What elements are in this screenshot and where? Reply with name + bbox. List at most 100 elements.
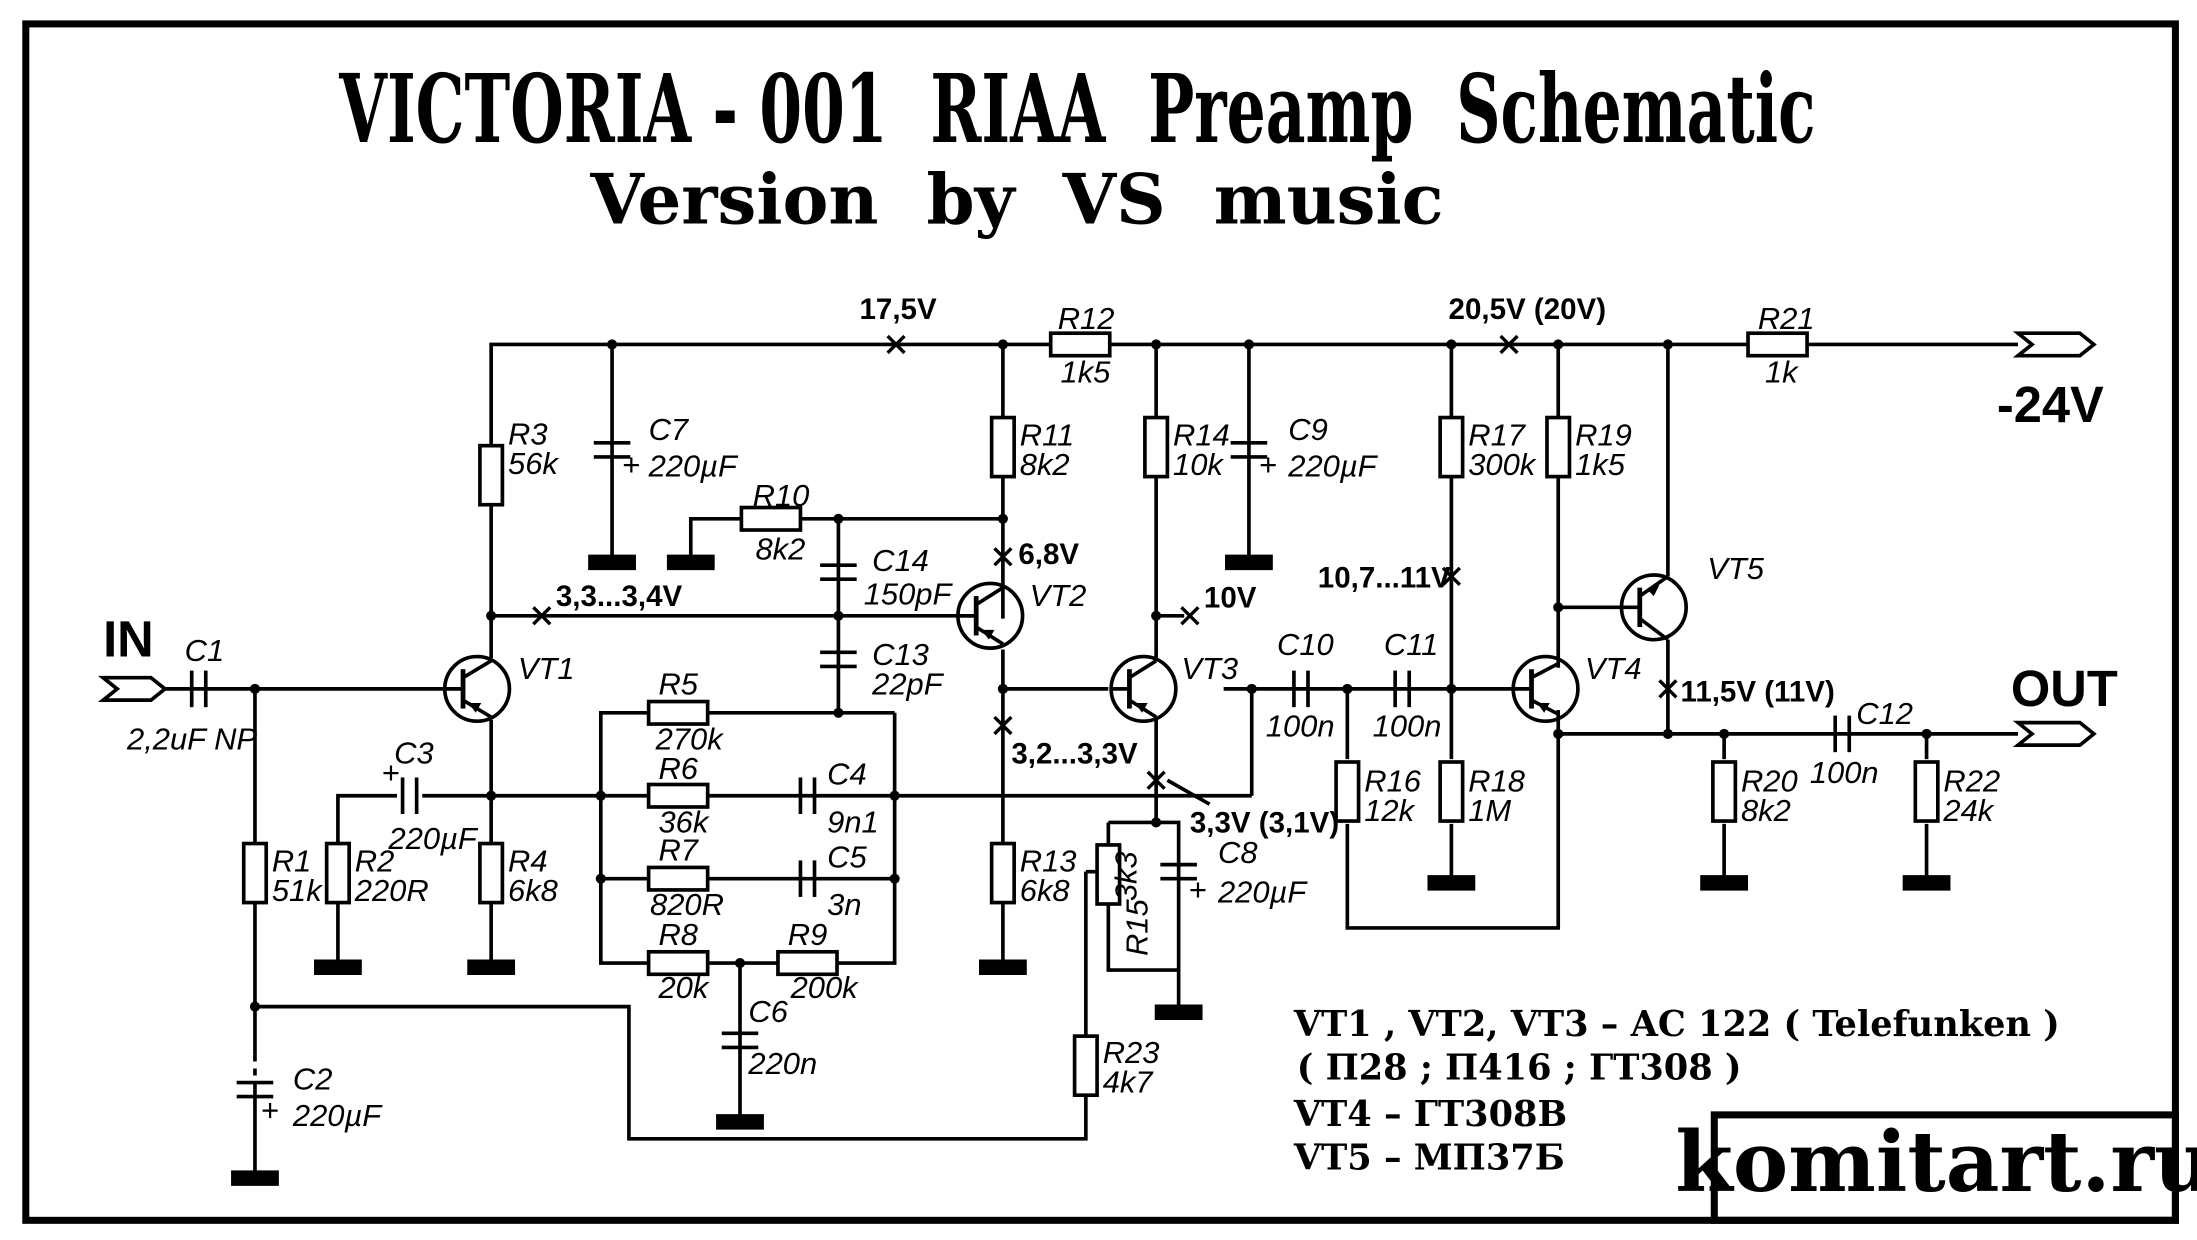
resistor-r6: R6 36k bbox=[646, 751, 710, 839]
svg-text:R21: R21 bbox=[1758, 301, 1815, 336]
brand-box bbox=[1710, 1111, 2179, 1224]
svg-text:R22: R22 bbox=[1943, 764, 2000, 799]
out-label: OUT bbox=[2011, 660, 2118, 717]
svg-text:R10: R10 bbox=[753, 478, 810, 513]
svg-text:R18: R18 bbox=[1468, 764, 1525, 799]
transistor-vt2: VT2 bbox=[956, 578, 1087, 650]
svg-text:C7: C7 bbox=[649, 412, 690, 447]
svg-text:3k3: 3k3 bbox=[1108, 851, 1143, 901]
svg-text:VT3: VT3 bbox=[1181, 651, 1238, 686]
note-line-3: VT4 – ГТ308В bbox=[1293, 1094, 1567, 1135]
svg-text:VT5: VT5 bbox=[1707, 551, 1764, 586]
transistor-vt3: VT3 bbox=[1109, 651, 1238, 724]
svg-text:R16: R16 bbox=[1364, 764, 1422, 799]
connector-out bbox=[2012, 720, 2097, 747]
svg-text:100n: 100n bbox=[1810, 755, 1879, 790]
svg-text:C12: C12 bbox=[1856, 696, 1913, 731]
svg-text:10k: 10k bbox=[1173, 447, 1224, 482]
junction-dots bbox=[249, 339, 1932, 1012]
svg-text:3n: 3n bbox=[827, 887, 861, 922]
svg-text:1k5: 1k5 bbox=[1575, 447, 1626, 482]
svg-text:2,2uF NP: 2,2uF NP bbox=[126, 721, 257, 756]
svg-text:VT4: VT4 bbox=[1585, 651, 1642, 686]
svg-text:9n1: 9n1 bbox=[827, 804, 879, 839]
svg-text:22pF: 22pF bbox=[871, 667, 945, 702]
svg-text:36k: 36k bbox=[658, 804, 709, 839]
note-line-1: VT1 , VT2, VT3 – AC 122 ( Telefunken ) bbox=[1293, 1004, 2060, 1045]
voltage-3-3: 3,3...3,4V bbox=[556, 580, 683, 613]
svg-text:100n: 100n bbox=[1266, 709, 1335, 744]
svg-text:1k: 1k bbox=[1765, 354, 1799, 389]
svg-text:220µF: 220µF bbox=[1287, 449, 1378, 484]
svg-text:R1: R1 bbox=[272, 844, 312, 879]
outer-frame bbox=[22, 20, 2179, 1224]
svg-text:8k2: 8k2 bbox=[1741, 793, 1791, 828]
connector-supply bbox=[2012, 331, 2097, 358]
svg-text:R9: R9 bbox=[788, 917, 828, 952]
svg-text:1k5: 1k5 bbox=[1061, 354, 1112, 389]
capacitor-c1: C12,2uF NP bbox=[126, 633, 257, 757]
svg-text:220µF: 220µF bbox=[292, 1098, 383, 1133]
transistor-vt5: VT5 bbox=[1619, 551, 1765, 642]
svg-text:R6: R6 bbox=[658, 751, 698, 786]
note-line-2: ( П28 ; П416 ; ГТ308 ) bbox=[1297, 1048, 1742, 1089]
svg-text:24k: 24k bbox=[1942, 793, 1994, 828]
capacitor-c11: C11 100n bbox=[1373, 627, 1442, 744]
svg-text:56k: 56k bbox=[508, 446, 559, 481]
svg-text:220µF: 220µF bbox=[648, 449, 739, 484]
svg-text:+: + bbox=[622, 447, 640, 482]
svg-text:R15: R15 bbox=[1120, 899, 1155, 957]
svg-text:C13: C13 bbox=[872, 637, 929, 672]
svg-text:100n: 100n bbox=[1373, 709, 1442, 744]
voltage-10: 10V bbox=[1204, 581, 1257, 614]
svg-text:R14: R14 bbox=[1173, 418, 1230, 453]
svg-text:12k: 12k bbox=[1364, 793, 1415, 828]
voltage-3-2: 3,2...3,3V bbox=[1011, 737, 1138, 770]
resistor-r21: R21 1k bbox=[1746, 301, 1815, 389]
svg-text:+: + bbox=[261, 1092, 279, 1127]
voltage-11-5: 11,5V (11V) bbox=[1681, 676, 1835, 709]
svg-text:R20: R20 bbox=[1741, 764, 1798, 799]
svg-text:R7: R7 bbox=[658, 832, 699, 867]
svg-text:R5: R5 bbox=[658, 667, 698, 702]
svg-text:R12: R12 bbox=[1058, 301, 1115, 336]
brand-text: komitart.ru bbox=[1675, 1113, 2197, 1211]
svg-text:220R: 220R bbox=[354, 873, 429, 908]
svg-text:6k8: 6k8 bbox=[508, 873, 558, 908]
wiring bbox=[164, 342, 2018, 1179]
transistor-vt4: VT4 bbox=[1511, 651, 1642, 724]
svg-text:R23: R23 bbox=[1103, 1035, 1160, 1070]
svg-text:R17: R17 bbox=[1468, 418, 1527, 453]
svg-text:C11: C11 bbox=[1384, 627, 1438, 662]
svg-text:8k2: 8k2 bbox=[755, 532, 805, 567]
voltage-6-8: 6,8V bbox=[1018, 538, 1079, 571]
svg-text:C2: C2 bbox=[293, 1062, 333, 1097]
svg-text:VT1: VT1 bbox=[518, 651, 575, 686]
svg-text:8k2: 8k2 bbox=[1020, 447, 1070, 482]
resistor-r12: R12 1k5 bbox=[1048, 301, 1115, 389]
svg-text:C8: C8 bbox=[1218, 835, 1258, 870]
svg-text:C3: C3 bbox=[394, 735, 434, 770]
svg-text:VT2: VT2 bbox=[1030, 578, 1087, 613]
svg-text:R11: R11 bbox=[1020, 418, 1074, 453]
svg-text:1M: 1M bbox=[1468, 793, 1511, 828]
resistor-r10: R10 8k2 bbox=[739, 478, 810, 567]
svg-text:270k: 270k bbox=[655, 721, 725, 756]
